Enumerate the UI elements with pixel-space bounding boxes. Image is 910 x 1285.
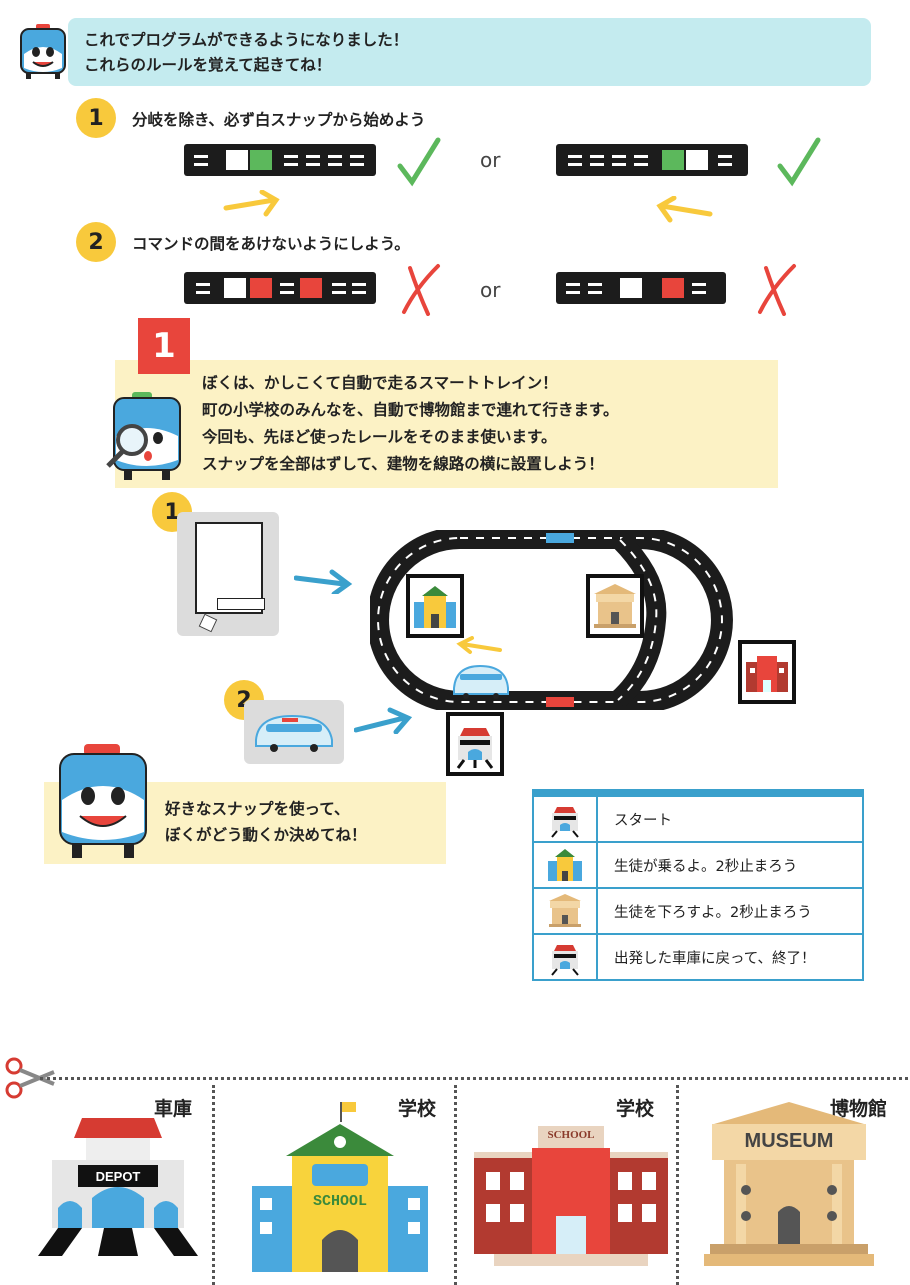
track-example-2b (556, 272, 726, 304)
speech-line-2: ぼくがどう動くか決めてね！ (165, 826, 367, 844)
train-icon (453, 664, 509, 699)
red-snap (250, 278, 272, 298)
story-line: 今回も、先ほど使ったレールをそのまま使います。 (202, 428, 557, 446)
train-icon (255, 714, 333, 752)
arrow-right-icon (223, 190, 280, 217)
step-1-box (177, 512, 279, 636)
rule-2-text: コマンドの間をあけないようにしよう。 (132, 235, 410, 253)
check-icon (397, 137, 441, 187)
story-line: ぼくは、かしこくて自動で走るスマートトレイン！ (202, 374, 558, 392)
school-red-icon (474, 1126, 668, 1266)
step-2-box (244, 700, 344, 764)
rule-1-badge: 1 (76, 98, 116, 138)
cut-divider (676, 1085, 679, 1285)
cut-divider (454, 1085, 457, 1285)
cutout-label-museum: 博物館 (830, 1098, 888, 1120)
legend-table: スタート 生徒が乗るよ。2秒止まろう 生徒を下ろすよ。2秒止まろう (532, 789, 864, 981)
legend-text: 出発した車庫に戻って、終了！ (614, 950, 816, 967)
depot-marker (446, 712, 504, 776)
robot-magnifier-icon (106, 392, 181, 480)
check-icon (777, 137, 821, 187)
depot-icon (456, 728, 494, 769)
speech-line-1: 好きなスナップを使って、 (165, 800, 350, 818)
header-banner (68, 18, 871, 86)
cutout-label-school: 学校 (398, 1098, 437, 1120)
red-snap (300, 278, 322, 298)
white-snap (226, 150, 248, 170)
cross-icon (758, 264, 796, 316)
story-text: ぼくは、かしこくて自動で走るスマートトレイン！ 町の小学校のみんなを、自動で博物… (202, 370, 619, 478)
green-snap (662, 150, 684, 170)
depot-icon (551, 945, 579, 976)
school-red-marker (738, 640, 796, 704)
track-snap-blue (546, 533, 574, 543)
track-layout (370, 530, 733, 710)
museum-sign: MUSEUM (744, 1130, 834, 1152)
red-snap (662, 278, 684, 298)
legend-text: 生徒が乗るよ。2秒止まろう (614, 858, 798, 875)
museum-icon (704, 1102, 874, 1266)
legend-row: 出発した車庫に戻って、終了！ (534, 933, 862, 979)
school-marker (406, 574, 464, 638)
depot-icon (551, 807, 579, 838)
depot-icon (38, 1118, 198, 1256)
rule-2-badge: 2 (76, 222, 116, 262)
legend-text: 生徒を下ろすよ。2秒止まろう (614, 904, 812, 921)
speech-text: 好きなスナップを使って、 ぼくがどう動くか決めてね！ (165, 796, 367, 848)
legend-text: スタート (614, 812, 672, 829)
snap-piece (198, 613, 218, 633)
cutout-label-school-red: 学校 (616, 1098, 655, 1120)
legend-row: 生徒を下ろすよ。2秒止まろう (534, 887, 862, 933)
school-icon (548, 849, 582, 881)
track-example-2a (184, 272, 376, 304)
rule-1-text: 分岐を除き、必ず白スナップから始めよう (132, 111, 426, 129)
story-line: 町の小学校のみんなを、自動で博物館まで連れて行きます。 (202, 401, 619, 419)
track-example-1a (184, 144, 376, 176)
cross-icon (402, 264, 440, 316)
scissors-icon (5, 1057, 55, 1099)
header-line-2: これらのルールを覚えて起きてね！ (84, 56, 332, 74)
cut-divider (212, 1085, 215, 1285)
depot-sign: DEPOT (78, 1165, 158, 1187)
story-panel (115, 360, 778, 488)
arrow-right-icon (354, 707, 413, 734)
legend-row: スタート (534, 797, 862, 841)
white-snap (224, 278, 246, 298)
or-label-1: or (480, 148, 501, 172)
mission-badge: 1 (138, 318, 190, 374)
track-snap-red (546, 697, 574, 707)
arrow-left-icon (656, 196, 713, 223)
or-label-2: or (480, 278, 501, 302)
story-line: スナップを全部はずして、建物を線路の横に設置しよう！ (202, 455, 604, 473)
robot-mascot-icon (59, 744, 147, 858)
school-icon (252, 1102, 428, 1272)
snap-strip (217, 598, 265, 610)
track-example-1b (556, 144, 748, 176)
legend-row: 生徒が乗るよ。2秒止まろう (534, 841, 862, 887)
robot-mascot-icon (20, 24, 66, 79)
museum-icon (549, 894, 581, 927)
header-line-1: これでプログラムができるようになりました！ (84, 31, 409, 49)
museum-marker (586, 574, 644, 638)
school-red-icon (746, 656, 788, 692)
header-message: これでプログラムができるようになりました！ これらのルールを覚えて起きてね！ (84, 28, 408, 78)
white-snap (686, 150, 708, 170)
school-sign: SCHOOL (312, 1193, 367, 1210)
cutout-label-depot: 車庫 (154, 1098, 193, 1120)
school-icon (414, 586, 456, 628)
arrow-right-icon (294, 569, 353, 594)
arrow-left-icon (456, 636, 502, 654)
white-snap (620, 278, 642, 298)
green-snap (250, 150, 272, 170)
cut-line (40, 1077, 908, 1080)
school-red-sign: SCHOOL (547, 1129, 595, 1141)
museum-icon (594, 584, 636, 628)
